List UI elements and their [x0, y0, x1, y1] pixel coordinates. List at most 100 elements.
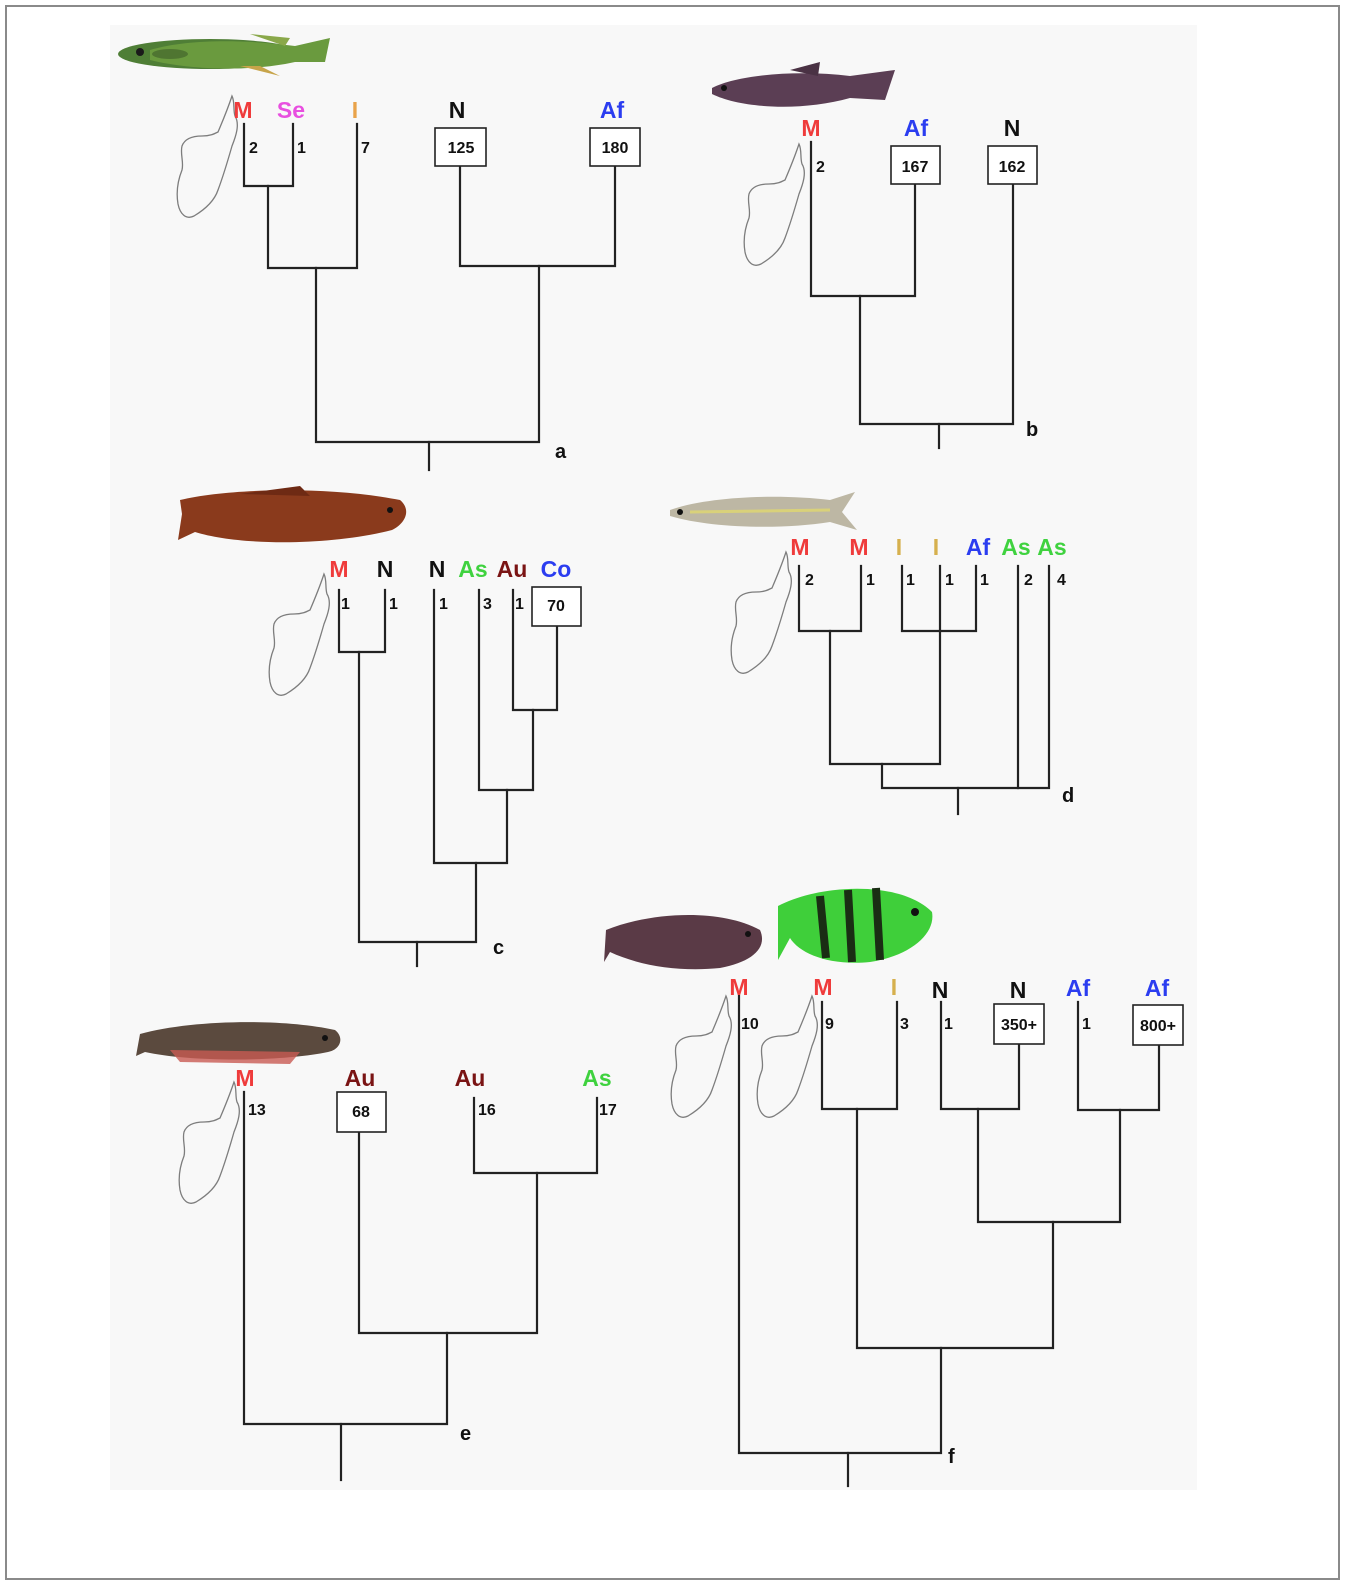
species-count: 180	[602, 140, 629, 157]
taxon-area-label: Au	[345, 1065, 376, 1091]
madagascar-outline-icon	[756, 995, 818, 1118]
species-count: 1	[944, 1016, 953, 1033]
fish-photo-icon	[604, 914, 763, 970]
taxon-area-label: I	[352, 97, 358, 123]
taxon-area-label: Af	[904, 115, 929, 141]
species-count: 3	[483, 596, 492, 613]
species-count: 9	[825, 1016, 834, 1033]
species-count: 1	[1082, 1016, 1091, 1033]
species-count: 3	[900, 1016, 909, 1033]
species-count-box	[589, 127, 641, 167]
fish-photo-icon	[670, 492, 857, 530]
panel-b: M Af N 2 167 162 b	[712, 62, 1038, 450]
species-count: 1	[515, 596, 524, 613]
species-count: 2	[1024, 572, 1033, 589]
panel-label: c	[493, 937, 504, 959]
species-count: 800+	[1140, 1018, 1176, 1035]
species-count-box	[993, 1003, 1045, 1045]
taxon-area-label: M	[729, 974, 748, 1000]
panel-label: d	[1062, 785, 1074, 807]
taxon-area-label: M	[235, 1065, 254, 1091]
species-count: 17	[599, 1102, 617, 1119]
species-count: 68	[352, 1104, 370, 1121]
taxon-area-label: Af	[966, 534, 991, 560]
panel-d: M M I I Af As As 2 1 1 1 1 2 4 d	[670, 492, 1074, 816]
taxon-area-label: As	[458, 556, 487, 582]
species-count: 4	[1057, 572, 1066, 589]
species-count: 350+	[1001, 1017, 1037, 1034]
panel-label: b	[1026, 419, 1038, 441]
madagascar-outline-icon	[178, 1081, 240, 1204]
taxon-area-label: M	[801, 115, 820, 141]
madagascar-outline-icon	[743, 143, 805, 266]
panel-label: a	[555, 441, 567, 463]
species-count: 1	[439, 596, 448, 613]
madagascar-outline-icon	[670, 995, 732, 1118]
taxon-area-label: Co	[541, 556, 572, 582]
panel-label: e	[460, 1423, 471, 1445]
species-count-box	[434, 127, 487, 167]
species-count: 13	[248, 1102, 266, 1119]
fish-photo-icon	[118, 34, 330, 76]
species-count: 2	[805, 572, 814, 589]
species-count-box	[890, 145, 941, 185]
species-count: 16	[478, 1102, 496, 1119]
species-count: 1	[341, 596, 350, 613]
taxon-area-label: N	[1010, 977, 1027, 1003]
madagascar-outline-icon	[176, 95, 238, 218]
species-count-box	[531, 586, 582, 627]
figure-background	[110, 25, 1197, 1490]
taxon-area-label: I	[896, 534, 902, 560]
taxon-area-label: As	[1037, 534, 1066, 560]
species-count: 7	[361, 140, 370, 157]
panel-c: M N N As Au Co 1 1 1 3 1 70 c	[178, 486, 582, 968]
taxon-area-label: As	[582, 1065, 611, 1091]
taxon-area-label: Au	[455, 1065, 486, 1091]
taxon-area-label: N	[429, 556, 446, 582]
taxon-area-label: M	[813, 974, 832, 1000]
species-count-box	[987, 145, 1038, 185]
taxon-area-label: M	[233, 97, 252, 123]
taxon-area-label: Se	[277, 97, 305, 123]
species-count: 2	[249, 140, 258, 157]
fish-photo-icon	[136, 1022, 341, 1064]
species-count: 70	[547, 598, 565, 615]
taxon-area-label: N	[449, 97, 466, 123]
fish-photo-icon	[778, 887, 933, 963]
species-count: 1	[980, 572, 989, 589]
panel-e: M Au Au As 13 68 16 17 e	[136, 1022, 617, 1482]
species-count: 1	[945, 572, 954, 589]
species-count: 2	[816, 159, 825, 176]
taxon-area-label: Af	[600, 97, 625, 123]
species-count: 1	[866, 572, 875, 589]
panel-a: M Se I N Af 2 1 7 125 180 a	[118, 34, 641, 472]
taxon-area-label: Au	[497, 556, 528, 582]
panel-f: M M I N N Af Af 10 9 3 1 350+ 1 800+ f	[604, 887, 1184, 1488]
madagascar-outline-icon	[730, 551, 792, 674]
species-count: 162	[999, 159, 1026, 176]
species-count: 10	[741, 1016, 759, 1033]
madagascar-outline-icon	[268, 573, 330, 696]
taxon-area-label: N	[1004, 115, 1021, 141]
taxon-area-label: M	[849, 534, 868, 560]
taxon-area-label: I	[891, 974, 897, 1000]
taxon-area-label: N	[932, 977, 949, 1003]
taxon-area-label: N	[377, 556, 394, 582]
taxon-area-label: Af	[1145, 975, 1170, 1001]
species-count: 125	[448, 140, 475, 157]
taxon-area-label: I	[933, 534, 939, 560]
species-count-box	[1132, 1004, 1184, 1046]
taxon-area-label: As	[1001, 534, 1030, 560]
species-count: 1	[389, 596, 398, 613]
fish-photo-icon	[712, 62, 895, 107]
species-count: 1	[906, 572, 915, 589]
species-count: 1	[297, 140, 306, 157]
panel-label: f	[948, 1446, 955, 1468]
taxon-area-label: M	[790, 534, 809, 560]
fish-photo-icon	[178, 486, 407, 543]
species-count-box	[336, 1091, 387, 1133]
taxon-area-label: Af	[1066, 975, 1091, 1001]
species-count: 167	[902, 159, 929, 176]
taxon-area-label: M	[329, 556, 348, 582]
